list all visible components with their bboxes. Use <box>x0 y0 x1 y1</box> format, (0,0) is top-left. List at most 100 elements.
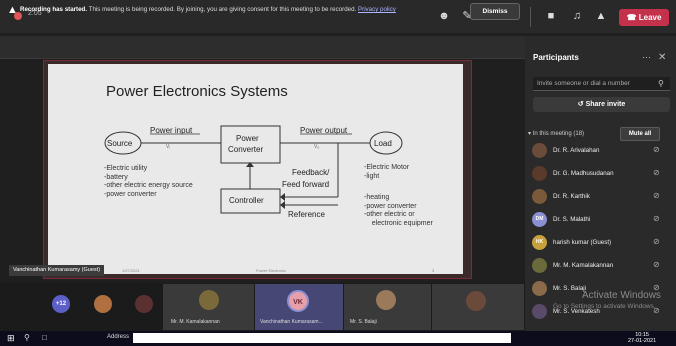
participant-avatar <box>135 295 153 313</box>
source-label: Source <box>107 139 133 148</box>
mic-muted-icon[interactable]: ⊘ <box>653 214 660 223</box>
feedback-arrow <box>280 193 285 201</box>
phone-icon: ☎ <box>626 13 639 22</box>
participant-avatar <box>532 166 547 181</box>
reference-label: Reference <box>288 210 325 219</box>
participant-name: Dr. R. Karthik <box>553 193 590 200</box>
power-input-label: Power input <box>150 126 193 135</box>
participant-name: Dr. G. Madhusudanan <box>553 170 614 177</box>
feedback-label-1: Feedback/ <box>292 168 330 177</box>
participant-name: Dr. S. Malathi <box>553 216 591 223</box>
slide-footer-date: 1/27/2021 <box>122 268 140 273</box>
power-output-label: Power output <box>300 126 348 135</box>
task-view-icon[interactable]: □ <box>42 333 47 342</box>
participant-name: Mr. M. Kamalakannan <box>553 262 614 269</box>
camera-off-icon[interactable]: ■ <box>547 10 555 22</box>
slide-footer-title: Power Electronic <box>256 268 287 273</box>
mic-muted-icon[interactable]: ⊘ <box>653 145 660 154</box>
vk-avatar: VK <box>287 290 309 312</box>
tile-name: Mr. S. Balaji <box>350 319 377 325</box>
participant-avatar <box>532 189 547 204</box>
shared-slide <box>48 64 463 274</box>
control-arrow <box>246 162 254 167</box>
participant-avatar: HK <box>532 235 547 250</box>
chat-icon[interactable]: ✎ <box>462 10 472 22</box>
mic-muted-icon[interactable]: ⊘ <box>653 168 660 177</box>
share-invite-button[interactable]: ↺ Share invite <box>533 97 670 112</box>
reference-arrow <box>280 201 285 209</box>
tile-name: Mr. M. Kamalakannan <box>171 319 220 325</box>
mic-muted-icon[interactable]: ⊘ <box>653 306 660 315</box>
vi-label: Vᵢ <box>166 144 171 150</box>
vo-label: Vₒ <box>314 144 320 150</box>
search-icon: ⚲ <box>658 79 664 88</box>
warning-icon: ▲ <box>7 4 18 16</box>
dismiss-button[interactable]: Dismiss <box>470 3 520 20</box>
participant-name: Mr. S. Balaji <box>553 285 587 292</box>
feedback-label-2: Feed forward <box>282 180 330 189</box>
load-list-2: -heating -power converter -other electri… <box>364 194 433 227</box>
mic-muted-icon[interactable]: ⊘ <box>653 191 660 200</box>
load-label: Load <box>374 139 392 148</box>
panel-title: Participants <box>533 53 579 62</box>
clock-time: 10:15 <box>635 332 649 338</box>
chevron-down-icon: ▾ <box>528 131 533 137</box>
participants-icon[interactable]: ☻ <box>438 10 450 22</box>
mute-all-button[interactable]: Mute all <box>620 127 660 141</box>
invite-input[interactable]: Invite someone or dial a number <box>533 77 670 91</box>
slide-footer-page: 3 <box>432 268 435 273</box>
participant-avatar <box>376 290 396 310</box>
participant-name: harish kumar (Guest) <box>553 239 612 246</box>
in-meeting-header[interactable]: ▾ In this meeting (18) <box>528 130 584 137</box>
privacy-policy-link[interactable]: Privacy policy <box>358 6 396 13</box>
controller-label: Controller <box>229 196 264 205</box>
activate-windows-title: Activate Windows <box>582 290 661 301</box>
address-input[interactable] <box>133 333 511 343</box>
participant-avatar <box>532 258 547 273</box>
participant-avatar <box>532 304 547 319</box>
converter-label-1: Power <box>236 134 259 143</box>
tile-name: Vanchinathan Kumarasam... <box>260 319 323 325</box>
banner-body: This meeting is being recorded. By joini… <box>88 6 357 13</box>
converter-label-2: Converter <box>228 145 264 154</box>
close-icon[interactable]: ✕ <box>658 52 667 63</box>
recording-indicator-icon <box>14 12 22 20</box>
slide-title: Power Electronics Systems <box>106 83 288 100</box>
participant-name: Mr. S. Venkatesh <box>553 308 600 315</box>
meeting-toolbar <box>0 0 676 33</box>
share-invite-label: Share invite <box>585 101 626 108</box>
banner-message: Recording has started. This meeting is b… <box>20 6 396 13</box>
participant-avatar: DM <box>532 212 547 227</box>
participant-avatar <box>532 143 547 158</box>
participant-name: Dr. R. Arivalahan <box>553 147 600 154</box>
more-options-icon[interactable]: ⋯ <box>642 52 651 62</box>
load-list-1: -Electric Motor -light <box>364 164 410 180</box>
clock-date: 27-01-2021 <box>628 338 657 344</box>
mic-muted-icon[interactable]: ⊘ <box>653 237 660 246</box>
leave-label: Leave <box>638 13 662 22</box>
microphone-icon[interactable]: ♫ <box>572 10 582 22</box>
participant-avatar <box>199 290 219 310</box>
windows-start-icon[interactable]: ⊞ <box>7 333 15 343</box>
toolbar-divider <box>530 7 531 27</box>
banner-title: Recording has started. <box>20 6 88 13</box>
participant-avatar <box>94 295 112 313</box>
meeting-timer: 2:05 <box>28 10 42 17</box>
system-clock[interactable]: 10:15 27-01-2021 <box>628 332 656 344</box>
source-list: -Electric utility -battery -other electr… <box>104 165 193 198</box>
address-label: Address <box>107 334 130 340</box>
in-meeting-label: In this meeting (18) <box>532 131 585 137</box>
share-screen-icon[interactable]: ▲ <box>595 10 607 22</box>
participant-avatar <box>532 281 547 296</box>
share-icon: ↺ <box>577 101 586 108</box>
activate-windows-sub: Go to Settings to activate Windows. <box>553 303 656 310</box>
overflow-participants-button[interactable]: +12 <box>52 295 70 313</box>
search-icon[interactable]: ⚲ <box>24 333 30 342</box>
mic-muted-icon[interactable]: ⊘ <box>653 283 660 292</box>
mic-muted-icon[interactable]: ⊘ <box>653 260 660 269</box>
participant-avatar <box>466 291 486 311</box>
presenter-label: Vanchinathan Kumarasamy (Guest) <box>9 265 105 276</box>
recording-banner <box>0 36 525 59</box>
leave-button[interactable]: ☎ Leave <box>619 9 669 26</box>
